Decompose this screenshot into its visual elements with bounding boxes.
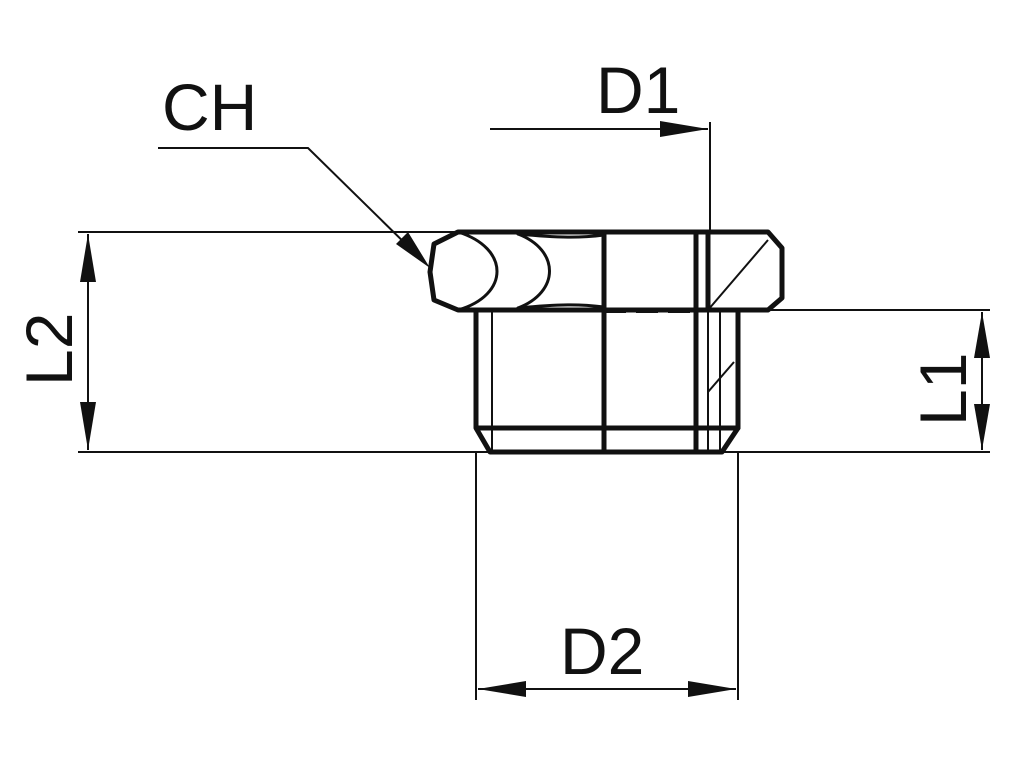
arrow-d1: [660, 121, 708, 137]
dimension-d2: [478, 681, 736, 697]
hex-head-outline: [427, 229, 785, 313]
fitting-body: [427, 229, 785, 455]
arrow-d2-left: [478, 681, 526, 697]
dimension-d1: [490, 121, 708, 137]
hex-chamfer-left: [456, 230, 499, 312]
arrow-l1-top: [974, 312, 990, 358]
hex-face-arc-top: [516, 232, 606, 239]
dimension-l2: [80, 234, 96, 450]
label-l1: L1: [906, 353, 980, 426]
label-ch: CH: [162, 70, 257, 144]
label-d2: D2: [560, 614, 644, 688]
hex-chamfer-right: [707, 239, 769, 311]
arrow-l1-bottom: [974, 404, 990, 450]
arrow-l2-top: [80, 234, 96, 282]
hex-chamfer-mid: [516, 232, 551, 310]
arrow-ch: [396, 232, 430, 268]
label-d1: D1: [596, 53, 680, 127]
arrow-l2-bottom: [80, 402, 96, 450]
extension-lines: [78, 122, 990, 700]
leader-ch-line: [158, 147, 419, 257]
shank-outline: [473, 307, 741, 455]
shank-thread-hatch: [707, 361, 735, 393]
dimension-l1: [974, 312, 990, 450]
hex-face-arc-bottom: [516, 303, 606, 310]
leader-ch: [158, 147, 430, 268]
arrow-d2-right: [688, 681, 736, 697]
label-l2: L2: [12, 313, 86, 386]
